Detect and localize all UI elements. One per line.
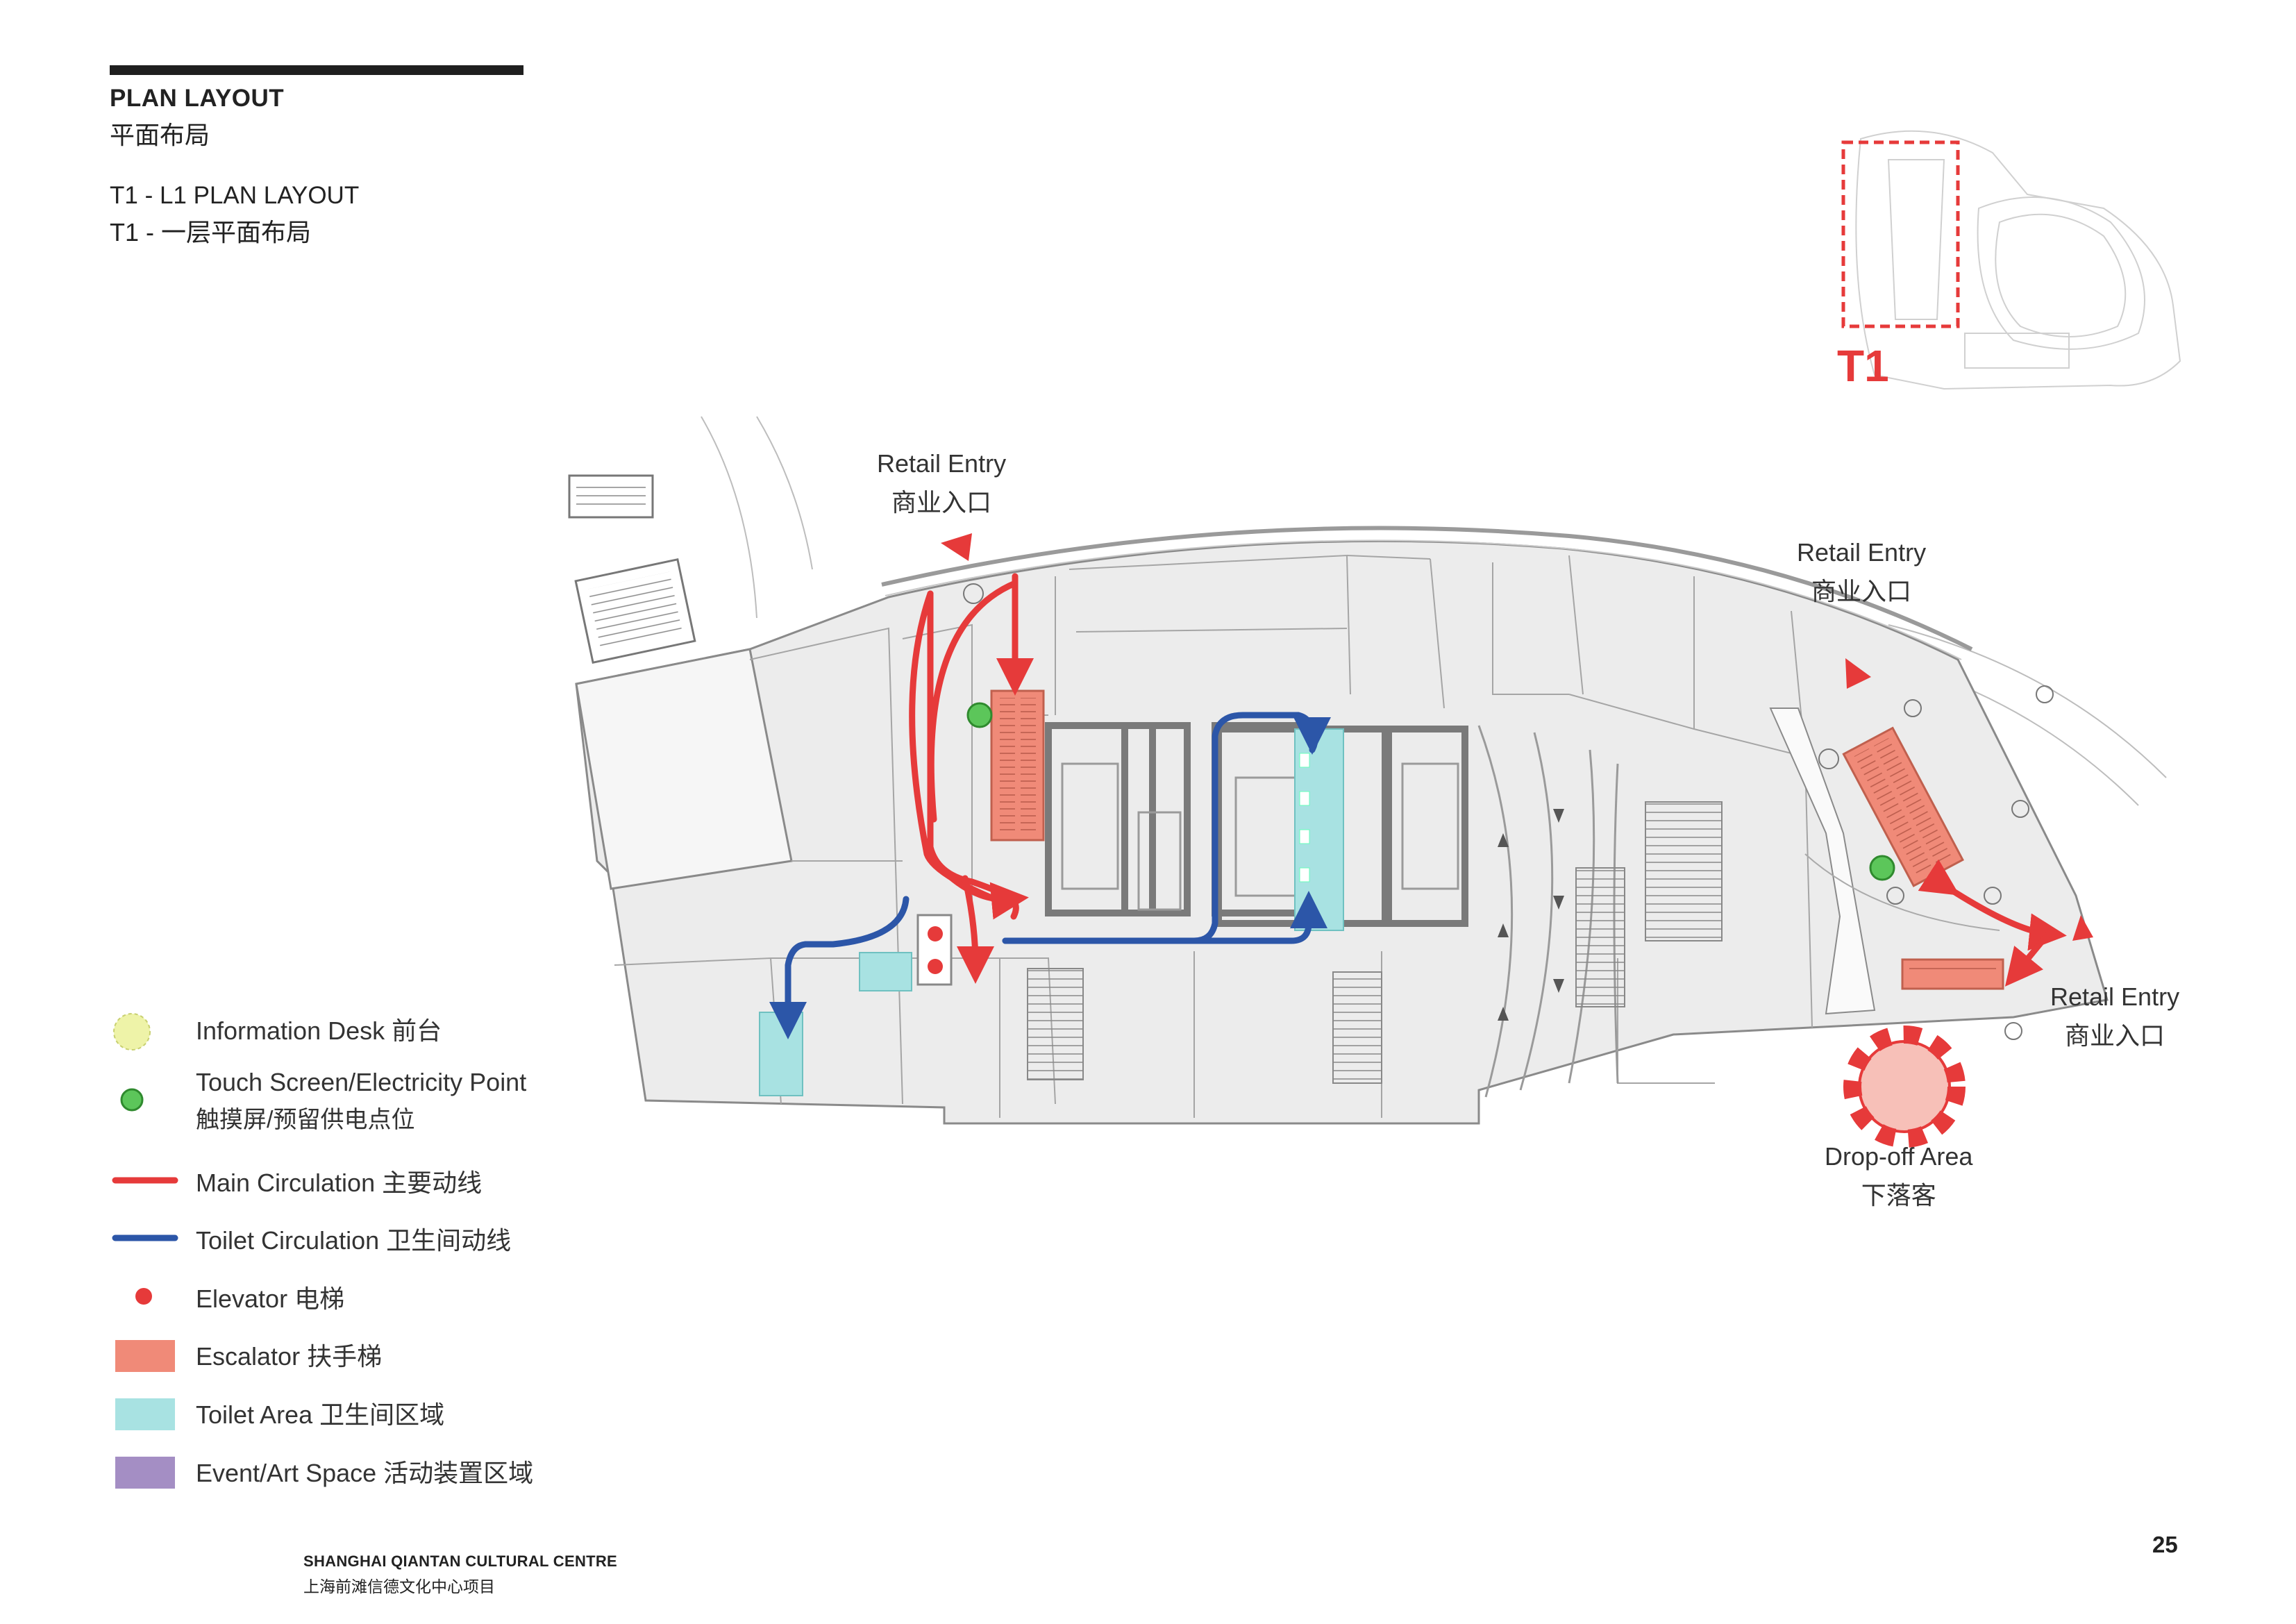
drop-off-label: Drop-off Area 下落客 [1825, 1142, 1973, 1209]
entry-arrow-top [941, 533, 972, 561]
touch-screen-icon [120, 1088, 144, 1112]
footer-project-name: SHANGHAI QIANTAN CULTURAL CENTRE [303, 1552, 618, 1570]
page-title: PLAN LAYOUT [110, 85, 285, 112]
event-swatch-icon [115, 1457, 175, 1489]
entry-arrow-right [1845, 658, 1871, 689]
header-rule [110, 65, 523, 75]
elevator-dot-1 [928, 926, 943, 941]
page-subtitle: T1 - L1 PLAN LAYOUT [110, 182, 360, 209]
toilet-area-2 [759, 1012, 803, 1096]
entry-arrow-lower-right [2072, 915, 2093, 941]
touch-screen-point-1 [966, 702, 993, 728]
key-plan-marker [1841, 140, 1960, 328]
page-title-cn: 平面布局 [110, 121, 210, 149]
retail-entry-right-label: Retail Entry 商业入口 [1797, 538, 1927, 605]
page-subtitle-cn: T1 - 一层平面布局 [110, 218, 312, 246]
elevator-core [916, 914, 953, 986]
main-circulation-path [909, 573, 2067, 987]
inner-courtyard [1769, 708, 1876, 1015]
footer-project-name-cn: 上海前滩信德文化中心项目 [303, 1577, 495, 1596]
toilet-swatch-icon [115, 1398, 175, 1430]
toilet-area-3 [859, 952, 912, 991]
retail-entry-top-label: Retail Entry 商业入口 [877, 449, 1007, 517]
toilet-circulation-path [769, 712, 1331, 1039]
key-plan-label: T1 [1837, 341, 1889, 391]
touch-screen-point-2 [1869, 855, 1895, 881]
site-stairs [568, 474, 696, 664]
escalator-2 [1842, 726, 1964, 887]
right-stairs [1027, 801, 1723, 1084]
toilet-area-1 [1294, 728, 1344, 931]
escalator-swatch-icon [115, 1340, 175, 1372]
retail-entry-lower-right-label: Retail Entry 商业入口 [2050, 982, 2180, 1050]
facade-curve [881, 526, 1973, 651]
elevator-dot-2 [928, 959, 943, 974]
escalator-1 [990, 689, 1045, 842]
escalator-3 [1901, 958, 2004, 990]
key-plan [1841, 130, 2181, 390]
drop-off-area [1843, 1026, 1966, 1148]
red-line-icon [112, 1177, 178, 1184]
blue-line-icon [112, 1234, 178, 1241]
page-number: 25 [2152, 1532, 2178, 1557]
info-desk-icon [113, 1013, 151, 1050]
elevator-icon [135, 1288, 152, 1305]
